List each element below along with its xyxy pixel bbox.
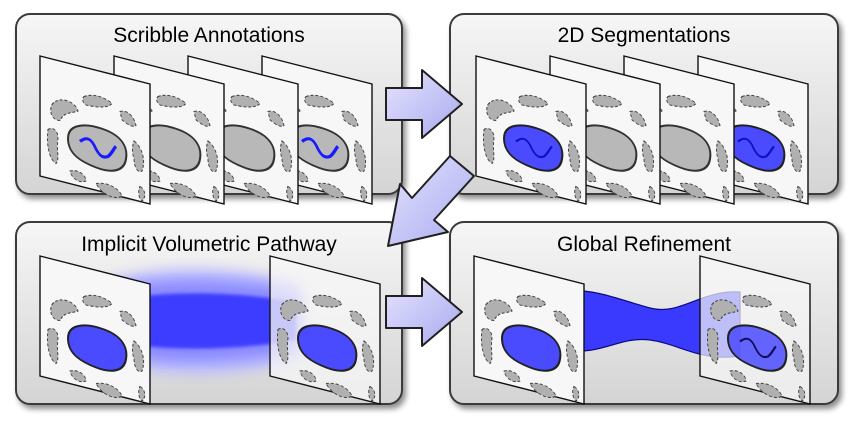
slice xyxy=(699,255,811,406)
arrow-right-icon xyxy=(385,277,463,347)
panel-title: Global Refinement xyxy=(557,233,731,256)
slice xyxy=(39,55,151,206)
slice xyxy=(475,55,587,206)
arrow-right-icon xyxy=(385,69,463,139)
panel-title: Implicit Volumetric Pathway xyxy=(81,233,337,256)
panel-implicit-volumetric-pathway: Implicit Volumetric Pathway xyxy=(15,221,403,406)
volumetric-pathway xyxy=(110,268,300,374)
slice xyxy=(39,255,151,406)
panel-global-refinement: Global Refinement xyxy=(449,221,839,406)
slice xyxy=(473,255,585,406)
slice-stack xyxy=(39,55,373,206)
panel-scribble-annotations: Scribble Annotations xyxy=(15,13,403,206)
slice-stack xyxy=(475,55,809,206)
panel-title: Scribble Annotations xyxy=(113,24,304,47)
slice xyxy=(269,255,381,406)
arrow-down-left-icon xyxy=(387,155,475,247)
panel-2d-segmentations: 2D Segmentations xyxy=(449,13,839,206)
panel-title: 2D Segmentations xyxy=(558,24,731,47)
